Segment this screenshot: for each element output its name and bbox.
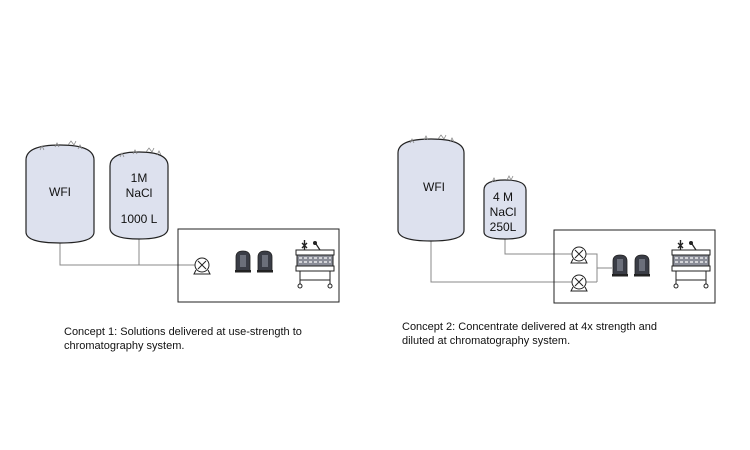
filter-housing-icon (234, 250, 252, 273)
filter-housing-icon (611, 254, 629, 277)
caption-line: diluted at chromatography system. (402, 335, 571, 347)
chromatography-system-box (177, 228, 340, 303)
pump-icon (570, 246, 588, 264)
chromatography-skid-icon (671, 239, 711, 289)
tank-nacl-volume-2: 250L (490, 220, 517, 234)
chromatography-skid-icon (295, 239, 335, 289)
concept-1-diagram: WFI 1M NaCl 1000 L (25, 140, 340, 303)
tank-wfi-label: WFI (49, 185, 71, 199)
tank-icon (25, 140, 95, 244)
pipe-wfi-1 (59, 240, 195, 266)
tank-icon (109, 147, 169, 240)
concept-2-diagram: WFI 4 M NaCl 250L (397, 134, 716, 304)
tank-nacl-conc-1: 1M (131, 171, 148, 185)
pump-icon (570, 274, 588, 292)
pump-icon (193, 257, 211, 275)
tank-nacl-volume-1: 1000 L (121, 212, 158, 226)
concept-2-caption: Concept 2: Concentrate delivered at 4x s… (402, 320, 722, 348)
caption-line: Concept 1: Solutions delivered at use-st… (64, 326, 302, 338)
filter-housing-icon (633, 254, 651, 277)
tank-nacl-conc-2: 4 M (493, 190, 513, 204)
caption-line: chromatography system. (64, 340, 185, 352)
tank-nacl-name-1: NaCl (126, 186, 153, 200)
tank-icon (397, 134, 465, 242)
filter-housing-icon (256, 250, 274, 273)
concept-1-caption: Concept 1: Solutions delivered at use-st… (64, 325, 364, 353)
caption-line: Concept 2: Concentrate delivered at 4x s… (402, 321, 657, 333)
pipe-wfi-2 (430, 240, 573, 283)
tank-nacl-name-2: NaCl (490, 205, 517, 219)
pipe-nacl-2 (504, 238, 573, 255)
tank-wfi-label: WFI (423, 180, 445, 194)
pipe-merge-2 (586, 253, 612, 283)
chromatography-system-box (553, 229, 716, 304)
tank-icon (483, 175, 527, 240)
